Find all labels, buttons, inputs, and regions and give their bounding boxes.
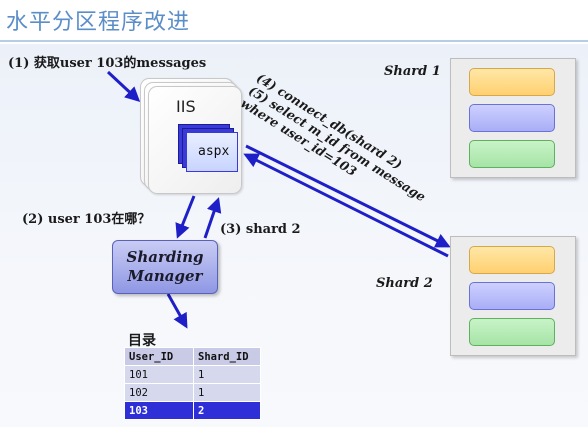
cell-user-id: 102: [124, 383, 194, 402]
title-divider: [0, 40, 588, 42]
shard-2-table-yellow: [469, 246, 555, 274]
shard-2-table-green: [469, 318, 555, 346]
table-row-highlighted: 103 2: [124, 401, 261, 420]
directory-table: User_ID Shard_ID 101 1 102 1 103 2: [124, 347, 261, 420]
arrow-from-shard2: [243, 153, 449, 258]
arrow-to-directory: [166, 293, 188, 329]
shard-1-database: [450, 58, 576, 178]
step-3-label: (3) shard 2: [220, 222, 301, 237]
arrow-to-sharding: [175, 195, 196, 239]
shard-2-title: Shard 2: [376, 276, 433, 291]
slide-title: 水平分区程序改进: [6, 10, 191, 35]
shard-1-table-purple: [469, 104, 555, 132]
shard-1-table-yellow: [469, 68, 555, 96]
cell-shard-id: 2: [193, 401, 261, 420]
shard-2-table-purple: [469, 282, 555, 310]
sharding-manager-box: Sharding Manager: [112, 240, 218, 294]
table-row: 101 1: [124, 365, 261, 384]
arrow-request: [106, 70, 141, 103]
shard-2-database: [450, 236, 576, 356]
aspx-page: [186, 132, 238, 172]
directory-header-row: User_ID Shard_ID: [124, 347, 261, 366]
sharding-manager-line2: Manager: [127, 267, 203, 285]
column-header-shard-id: Shard_ID: [193, 347, 261, 366]
step-2-label: (2) user 103在哪？: [22, 212, 151, 227]
shard-1-title: Shard 1: [384, 64, 441, 79]
cell-user-id: 103: [124, 401, 194, 420]
shard-1-table-green: [469, 140, 555, 168]
column-header-user-id: User_ID: [124, 347, 194, 366]
step-1-label: (1) 获取user 103的messages: [8, 56, 207, 71]
cell-shard-id: 1: [193, 365, 261, 384]
arrow-from-sharding: [203, 197, 222, 239]
arrow-to-shard2: [245, 144, 451, 248]
table-row: 102 1: [124, 383, 261, 402]
sharding-manager-line1: Sharding: [126, 248, 204, 266]
directory-label: 目录: [128, 333, 156, 349]
aspx-label: aspx: [198, 144, 230, 159]
cell-user-id: 101: [124, 365, 194, 384]
cell-shard-id: 1: [193, 383, 261, 402]
iis-label: IIS: [176, 97, 196, 116]
